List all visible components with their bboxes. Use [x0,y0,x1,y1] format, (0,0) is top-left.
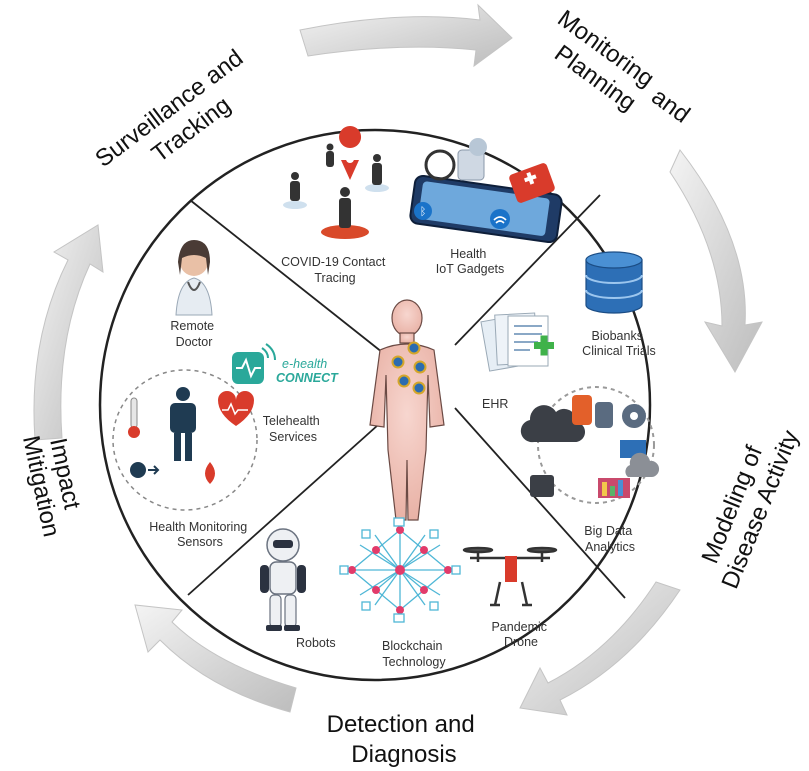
remote-doctor-icon [175,240,213,316]
label-iot-gadgets: Health IoT Gadgets [436,247,505,276]
phase-detection: Detection and Diagnosis [327,711,482,768]
database-icon [585,251,643,314]
cycle-arrows [33,3,763,716]
label-contact-tracing: COVID-19 Contact Tracing [281,255,389,285]
label-sensors: Health Monitoring Sensors [149,520,250,549]
arrow-bottom-right [519,581,681,716]
label-ehr: EHR [482,397,508,411]
arrow-right [669,149,763,374]
ehr-documents-icon [480,312,554,372]
contact-tracing-icon [283,126,389,239]
virus-markers [391,341,427,395]
phase-monitoring: Monitoring and Planning [535,5,705,150]
label-robots: Robots [296,636,336,650]
big-data-analytics-icon [520,386,660,504]
label-blockchain: Blockchain Technology [382,639,446,669]
drone-icon [462,546,558,607]
arrow-left [33,224,104,441]
arrow-bottom-left [134,604,297,713]
svg-text:ᛒ: ᛒ [420,205,427,218]
item-labels: COVID-19 Contact Tracing Health IoT Gadg… [149,247,656,669]
phase-modeling: Modeling of Disease Activity [691,416,805,592]
phase-impact: Impact Mitigation [17,428,90,539]
arrow-top-right [299,3,513,68]
ehealth-connect-logo: e-health CONNECT [232,343,339,385]
robot-icon [260,528,306,631]
iot-gadgets-icon: ᛒ [409,138,563,244]
label-remote-doctor: Remote Doctor [170,319,217,349]
blockchain-icon [339,517,461,623]
label-telehealth: Telehealth Services [263,414,323,444]
health-sensors-icon [112,369,258,511]
svg-text:e-health: e-health [282,357,327,371]
svg-text:CONNECT: CONNECT [276,371,339,385]
label-big-data: Big Data Analytics [584,524,635,554]
label-drone: Pandemic Drone [491,620,550,649]
label-biobanks: Biobanks Clinical Trials [582,329,656,358]
